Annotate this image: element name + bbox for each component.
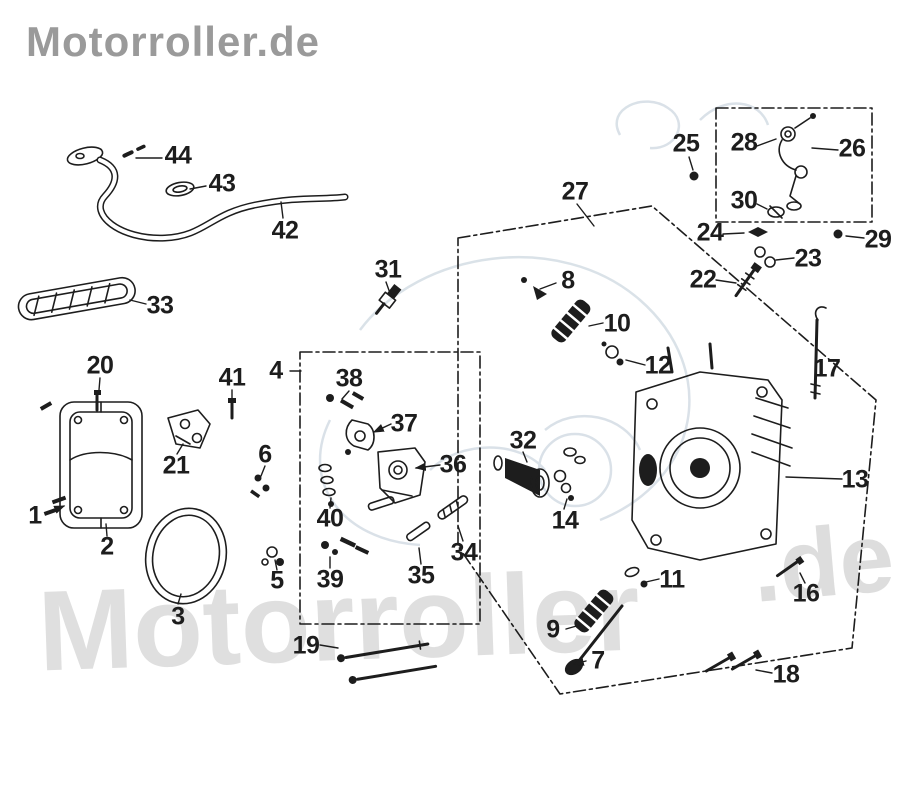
linkage-box-outline bbox=[715, 107, 873, 223]
part-number-42: 42 bbox=[271, 216, 299, 245]
leader-lines bbox=[46, 138, 865, 674]
part-number-23: 23 bbox=[794, 244, 822, 273]
part-number-40: 40 bbox=[316, 504, 344, 533]
linkage-drawing bbox=[778, 113, 816, 211]
part-number-10: 10 bbox=[603, 309, 631, 338]
part-number-24: 24 bbox=[696, 218, 724, 247]
part-number-9: 9 bbox=[546, 615, 560, 644]
brand-logo: Motorroller.de bbox=[26, 18, 321, 65]
part-number-26: 26 bbox=[838, 134, 866, 163]
long-bolts-drawing bbox=[336, 640, 438, 684]
cover-gasket-drawing bbox=[144, 507, 228, 605]
part-number-38: 38 bbox=[335, 364, 363, 393]
stud-drawing bbox=[775, 306, 827, 578]
part-number-3: 3 bbox=[171, 602, 185, 631]
part-number-20: 20 bbox=[86, 351, 114, 380]
part-number-8: 8 bbox=[561, 266, 575, 295]
valve-train-upper-drawing bbox=[521, 277, 624, 366]
gasket-strip-drawing bbox=[17, 276, 136, 321]
part-number-25: 25 bbox=[672, 129, 700, 158]
part-number-30: 30 bbox=[730, 186, 758, 215]
part-number-29: 29 bbox=[864, 225, 892, 254]
part-number-5: 5 bbox=[270, 566, 284, 595]
part-number-39: 39 bbox=[316, 565, 344, 594]
part-number-12: 12 bbox=[644, 351, 672, 380]
part-number-44: 44 bbox=[164, 141, 192, 170]
part-number-36: 36 bbox=[439, 450, 467, 479]
rocker-assembly-outline bbox=[299, 351, 481, 625]
part-number-28: 28 bbox=[730, 128, 758, 157]
part-number-14: 14 bbox=[551, 506, 579, 535]
part-number-22: 22 bbox=[689, 265, 717, 294]
rocker-assembly-drawing bbox=[318, 391, 469, 555]
part-number-1: 1 bbox=[28, 501, 42, 530]
part-number-35: 35 bbox=[407, 561, 435, 590]
part-number-7: 7 bbox=[591, 646, 605, 675]
breather-hose-drawing bbox=[66, 144, 349, 242]
part-number-17: 17 bbox=[813, 354, 841, 383]
part-number-4: 4 bbox=[269, 356, 283, 385]
part-number-31: 31 bbox=[374, 255, 402, 284]
part-number-27: 27 bbox=[561, 177, 589, 206]
part-number-34: 34 bbox=[450, 538, 478, 567]
valve-cover-drawing bbox=[39, 390, 143, 529]
cam-follower-drawing bbox=[493, 447, 586, 501]
adjuster-hardware-drawing bbox=[689, 171, 843, 298]
part-number-11: 11 bbox=[659, 565, 685, 594]
scooter-watermark-sketch bbox=[318, 100, 770, 547]
part-number-6: 6 bbox=[258, 440, 272, 469]
part-number-43: 43 bbox=[208, 169, 236, 198]
part-number-18: 18 bbox=[772, 660, 800, 689]
cylinder-head-drawing bbox=[631, 342, 793, 561]
part-number-13: 13 bbox=[841, 465, 869, 494]
bracket-drawing bbox=[167, 398, 236, 449]
part-number-16: 16 bbox=[792, 579, 820, 608]
part-number-21: 21 bbox=[162, 451, 190, 480]
part-number-2: 2 bbox=[100, 532, 114, 561]
part-number-41: 41 bbox=[218, 363, 246, 392]
part-number-19: 19 bbox=[292, 631, 320, 660]
small-fasteners-drawing bbox=[250, 474, 284, 566]
mount-bolts-drawing bbox=[704, 649, 763, 673]
cylinder-head-group-outline bbox=[457, 205, 877, 695]
part-number-37: 37 bbox=[390, 409, 418, 438]
part-number-33: 33 bbox=[146, 291, 174, 320]
part-number-32: 32 bbox=[509, 426, 537, 455]
